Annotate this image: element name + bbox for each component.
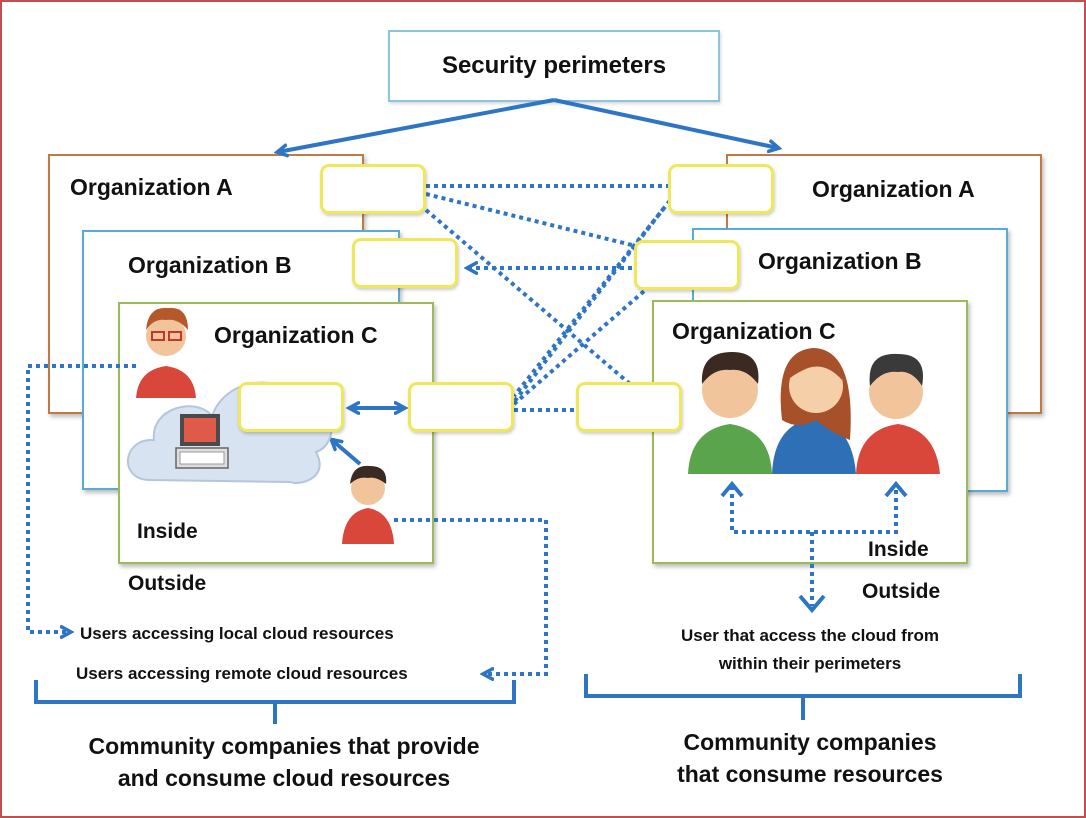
perimeter-left-org-a	[320, 164, 426, 214]
right-user-access-text: User that access the cloud from within t…	[640, 622, 980, 678]
remote-users-label: Users accessing remote cloud resources	[76, 664, 408, 683]
avatar-glasses-user	[136, 307, 196, 398]
local-users-path	[26, 364, 136, 632]
local-cloud-arrow	[332, 408, 404, 466]
avatar-left-bottom-user	[342, 465, 394, 544]
dotted-connections	[424, 184, 682, 412]
remote-users-path	[394, 518, 548, 674]
left-bottom-caption: Community companies that provide and con…	[44, 730, 524, 794]
right-org-c-label: Organization C	[672, 318, 836, 344]
avatar-red-user	[856, 353, 940, 474]
left-org-a-label: Organization A	[70, 174, 233, 200]
perimeter-right-org-c	[576, 382, 682, 432]
left-inside-label: Inside	[137, 520, 198, 543]
right-bottom-line1: Community companies	[683, 729, 937, 755]
left-bottom-line2: and consume cloud resources	[117, 765, 451, 791]
left-outside-label: Outside	[128, 572, 207, 595]
braces	[34, 674, 1022, 724]
avatar-green-user	[688, 352, 772, 474]
avatar-woman-user	[772, 348, 856, 474]
right-org-b-label: Organization B	[758, 248, 922, 274]
computer-icon	[175, 414, 229, 469]
right-outside-label: Outside	[862, 580, 941, 603]
right-user-access-line1: User that access the cloud from	[681, 626, 939, 645]
local-users-label: Users accessing local cloud resources	[80, 624, 394, 643]
right-bottom-line2: that consume resources	[677, 761, 943, 787]
right-org-a-label: Organization A	[812, 176, 975, 202]
perimeter-left-local-cloud	[238, 382, 344, 432]
title-arrow-left	[278, 98, 555, 152]
title-label: Security perimeters	[441, 52, 667, 79]
right-inside-paths	[730, 486, 898, 606]
left-org-b-label: Organization B	[128, 252, 292, 278]
perimeter-right-org-b	[634, 240, 740, 290]
right-inside-label: Inside	[868, 538, 929, 561]
left-org-c-label: Organization C	[214, 322, 378, 348]
title-arrows	[278, 98, 778, 152]
perimeter-left-org-c	[408, 382, 514, 432]
right-user-access-line2: within their perimeters	[718, 654, 902, 673]
left-bottom-line1: Community companies that provide	[88, 733, 480, 759]
perimeter-left-org-b	[352, 238, 458, 288]
right-bottom-caption: Community companies that consume resourc…	[620, 726, 1000, 790]
title-arrow-right	[553, 98, 778, 148]
perimeter-right-org-a	[668, 164, 774, 214]
